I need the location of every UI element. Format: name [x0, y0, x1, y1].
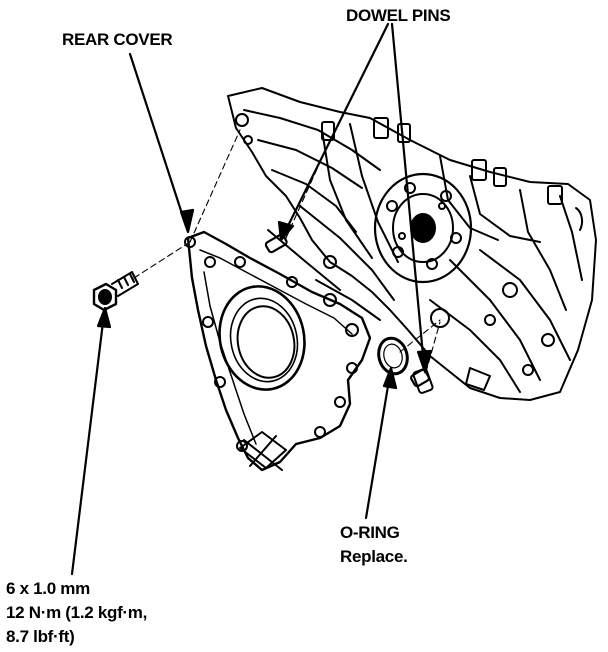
- engine-block: [227, 87, 597, 401]
- bolt-torque-label-line2: 8.7 lbf·ft): [6, 627, 75, 646]
- flange-bolt-part: [92, 271, 139, 312]
- dowel-pin-lower: [410, 368, 430, 388]
- o-ring-part: [377, 336, 409, 376]
- bolt-leader: [70, 312, 106, 576]
- dowel-pins-label: DOWEL PINS: [346, 6, 451, 25]
- rear-cover-part: [184, 230, 372, 472]
- o-ring-replace-note: Replace.: [340, 547, 408, 566]
- dowel-pin-upper: [264, 233, 288, 254]
- rear-cover-leader: [128, 52, 188, 228]
- dowel-pins-leader-upper: [282, 22, 390, 236]
- leader-arrows: [70, 22, 433, 576]
- dowel-pins-leader-lower: [390, 22, 426, 368]
- bolt-size-label: 6 x 1.0 mm: [6, 579, 90, 598]
- o-ring-label: O-RING: [340, 523, 400, 542]
- o-ring-leader: [364, 372, 392, 520]
- bolt-torque-label-line1: 12 N·m (1.2 kgf·m,: [6, 603, 148, 622]
- rear-cover-label: REAR COVER: [62, 30, 173, 49]
